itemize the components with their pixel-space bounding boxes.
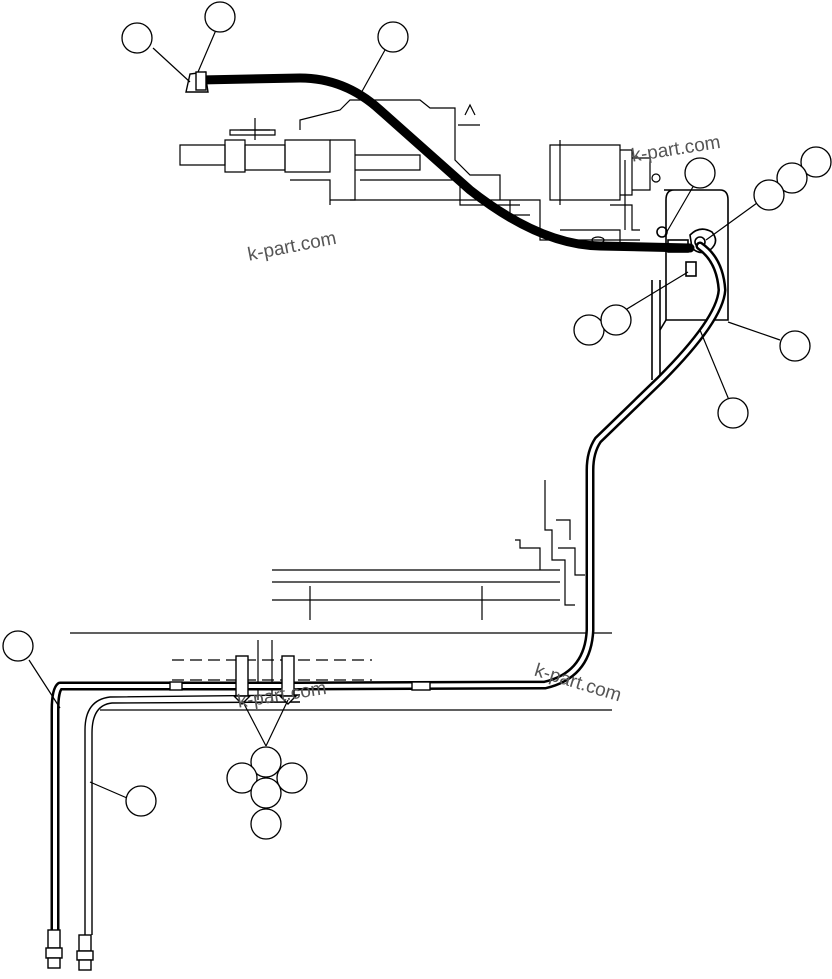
- hose-end-fittings: [45, 71, 431, 971]
- return-hose-thin: [84, 694, 301, 935]
- callout-balloon: [125, 785, 157, 817]
- callout-balloons: [2, 1, 832, 840]
- callout-balloon: [204, 1, 236, 33]
- callout-balloon: [600, 304, 632, 336]
- callout-balloon: [276, 762, 308, 794]
- callout-balloon: [717, 397, 749, 429]
- callout-balloon: [800, 146, 832, 178]
- main-hose-thick: [50, 73, 727, 935]
- upper-engine-assembly: [179, 99, 661, 245]
- callout-balloon: [250, 808, 282, 840]
- leader-lines: [28, 29, 781, 799]
- callout-balloon: [753, 179, 785, 211]
- callout-balloon: [779, 330, 811, 362]
- callout-balloon: [2, 630, 34, 662]
- callout-balloon: [250, 777, 282, 809]
- callout-balloon: [776, 162, 808, 194]
- callout-balloon: [684, 157, 716, 189]
- callout-balloon: [250, 746, 282, 778]
- callout-balloon: [121, 22, 153, 54]
- callout-balloon: [226, 762, 258, 794]
- callout-balloon: [377, 21, 409, 53]
- hose-clamps: [232, 655, 298, 705]
- machine-frame-lines: [70, 480, 612, 711]
- callout-balloon: [573, 314, 605, 346]
